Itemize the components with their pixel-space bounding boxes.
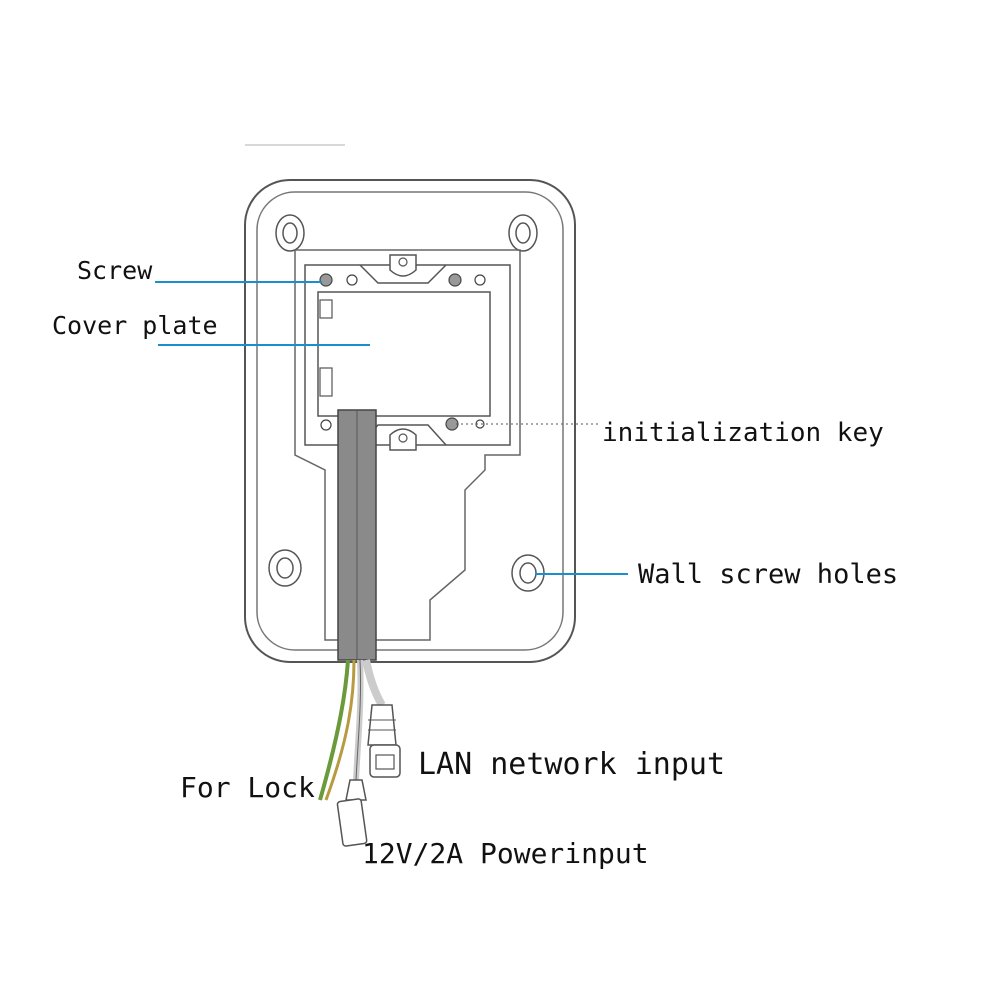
screw-top-middle (346, 274, 358, 286)
label-initialization-key: initialization key (602, 418, 884, 448)
mount-hole-top-right (508, 214, 538, 252)
cover-plate-notch-top (359, 264, 447, 284)
device-housing-inner (256, 191, 564, 651)
top-tab (389, 254, 417, 277)
recessed-panel (294, 249, 521, 641)
label-wall-screw-holes: Wall screw holes (638, 559, 899, 590)
wire-lock-green (318, 659, 350, 801)
label-cover-plate: Cover plate (52, 311, 218, 340)
mount-hole-top-left (275, 214, 305, 252)
wire-lan (362, 659, 386, 708)
lan-connector (367, 704, 401, 778)
label-lan-input: LAN network input (418, 747, 726, 782)
label-power-input: 12V/2A Powerinput (362, 837, 649, 870)
wall-screw-hole-left (268, 549, 302, 587)
cover-plate (317, 291, 491, 417)
cover-plate-slot-top (319, 299, 333, 319)
screw-top-right (474, 274, 486, 286)
screw-bottom-left (320, 419, 332, 431)
cover-plate-slot-bottom (319, 367, 333, 397)
screw-top-right-inner (448, 273, 462, 287)
label-screw: Screw (77, 256, 153, 285)
power-connector (336, 779, 368, 847)
screw-top-left (319, 273, 333, 287)
wire-lock-yellow (324, 659, 356, 801)
label-for-lock: For Lock (180, 771, 315, 804)
bottom-tab (389, 428, 417, 451)
